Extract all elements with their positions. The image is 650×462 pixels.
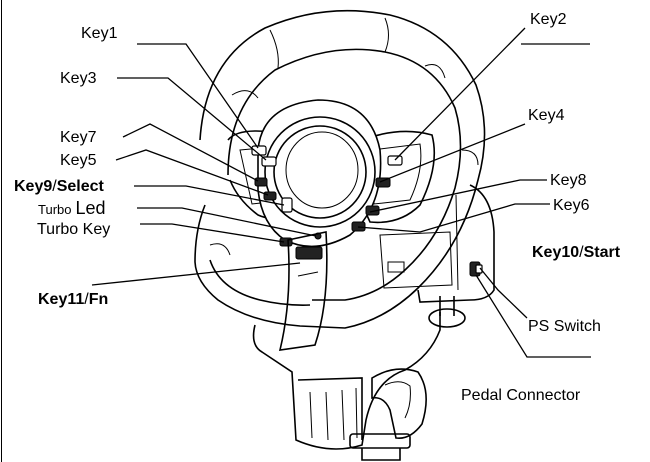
label-key10-start: Key10/Start [532,244,621,261]
key6-leader [357,203,550,233]
label-fn: Fn [89,291,109,308]
steering-column [252,312,441,450]
key4-button [375,177,391,188]
key1-button [251,145,267,156]
label-key11: Key11 [38,291,84,308]
label-key11-fn: Key11/Fn [38,291,108,308]
key10-button [475,264,483,274]
hub-ring-inner [273,125,367,219]
label-key9-select: Key9/Select [14,178,105,195]
wheel-rim-outer [194,9,486,329]
label-key6: Key6 [553,197,590,214]
label-key7: Key7 [60,129,97,146]
label-start: Start [584,244,621,261]
wheel-illustration [194,9,495,461]
pedal-connector-handle [371,368,427,440]
wheel-rim-inner [227,48,462,301]
ps-switch-leader [479,267,528,319]
label-key1: Key1 [81,25,118,42]
mount-face [379,231,453,289]
key4-leader [379,123,526,183]
key8-leader [369,179,547,213]
leader-lines [91,27,591,358]
label-ps-switch: PS Switch [528,318,601,335]
label-select: Select [57,178,105,195]
key7-button [254,177,268,187]
turbo-led-leader [137,207,317,237]
key2-leader [394,27,526,161]
label-key3: Key3 [60,70,97,87]
label-turbo-key: Turbo Key [37,221,110,238]
labels: Key1 Key2 Key3 Key4 Key7 Key5 Key8 Key6 … [14,11,621,404]
label-key5: Key5 [60,152,97,169]
label-key9: Key9 [14,178,52,195]
label-key9-sep: / [52,178,57,195]
key2-button [387,155,403,166]
hub-center [285,131,359,209]
mount-box [417,184,495,303]
key5-button [263,191,277,201]
key9-leader [134,185,285,206]
label-key4: Key4 [528,107,565,124]
right-spoke [359,130,436,224]
label-key10-sep: / [579,244,584,261]
label-key11-sep: / [84,291,89,308]
label-turbo-led-group: Turbo Led [38,198,106,218]
pedal-connector-leader [475,274,591,358]
label-key10: Key10 [532,244,579,261]
key1-leader [137,43,259,149]
key5-leader [115,149,269,196]
key11-leader [91,262,301,286]
column-foot [349,433,411,449]
label-pedal-connector: Pedal Connector [461,387,581,404]
lower-spoke [278,231,328,351]
key3-leader [117,77,267,161]
label-turbo-led: Led [75,198,105,218]
label-key2: Key2 [530,11,567,28]
key7-leader [122,123,259,182]
key11-button [295,246,323,260]
turbo-key-leader [140,223,285,243]
clamp-knob [428,308,466,328]
label-turbo-prefix: Turbo [38,202,71,217]
label-key8: Key8 [550,172,587,189]
